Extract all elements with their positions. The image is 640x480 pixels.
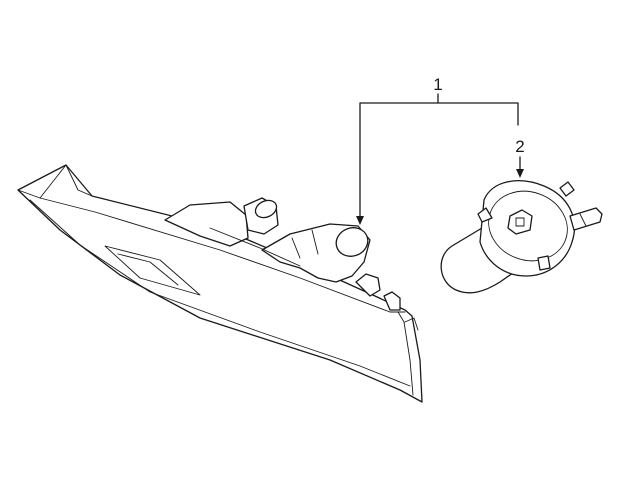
- lens-inner-bottom: [29, 199, 411, 387]
- contact-terminal: [515, 217, 525, 227]
- callout-1-leader: [359, 93, 519, 219]
- callout-2-arrowhead: [516, 169, 524, 178]
- housing-tab-2: [383, 291, 401, 311]
- end-cap-clip: [404, 317, 419, 331]
- housing-tab-1: [355, 273, 381, 297]
- socket-center-contact: [507, 209, 533, 235]
- bulb-glass: [440, 227, 521, 294]
- callout-2-label: 2: [515, 137, 524, 156]
- lens-tip-edge: [65, 164, 93, 197]
- socket-flange-ring: [488, 190, 568, 262]
- bulb-socket-assembly: [440, 180, 603, 294]
- lens-top-edge: [39, 197, 406, 313]
- callout-1-arrowhead: [356, 216, 364, 225]
- callout-1-label: 1: [433, 75, 442, 94]
- stud-left-top: [254, 199, 278, 219]
- housing-seam: [209, 227, 301, 267]
- callout-2: 2: [515, 137, 525, 178]
- socket-opening: [335, 227, 369, 257]
- socket-lug-2: [559, 181, 575, 197]
- lamp-lens-body: [17, 164, 423, 403]
- socket-lug-3: [537, 255, 551, 271]
- socket-ribs: [291, 229, 319, 259]
- socket-rear-pin: [569, 207, 603, 231]
- lamp-housing: [17, 164, 423, 403]
- reflector-window: [104, 245, 201, 296]
- end-cap-edge: [397, 311, 414, 396]
- reflector-inner: [117, 253, 179, 286]
- socket-lug-1: [477, 207, 493, 223]
- callout-1: 1: [356, 75, 519, 225]
- rear-pin-detail: [579, 213, 587, 227]
